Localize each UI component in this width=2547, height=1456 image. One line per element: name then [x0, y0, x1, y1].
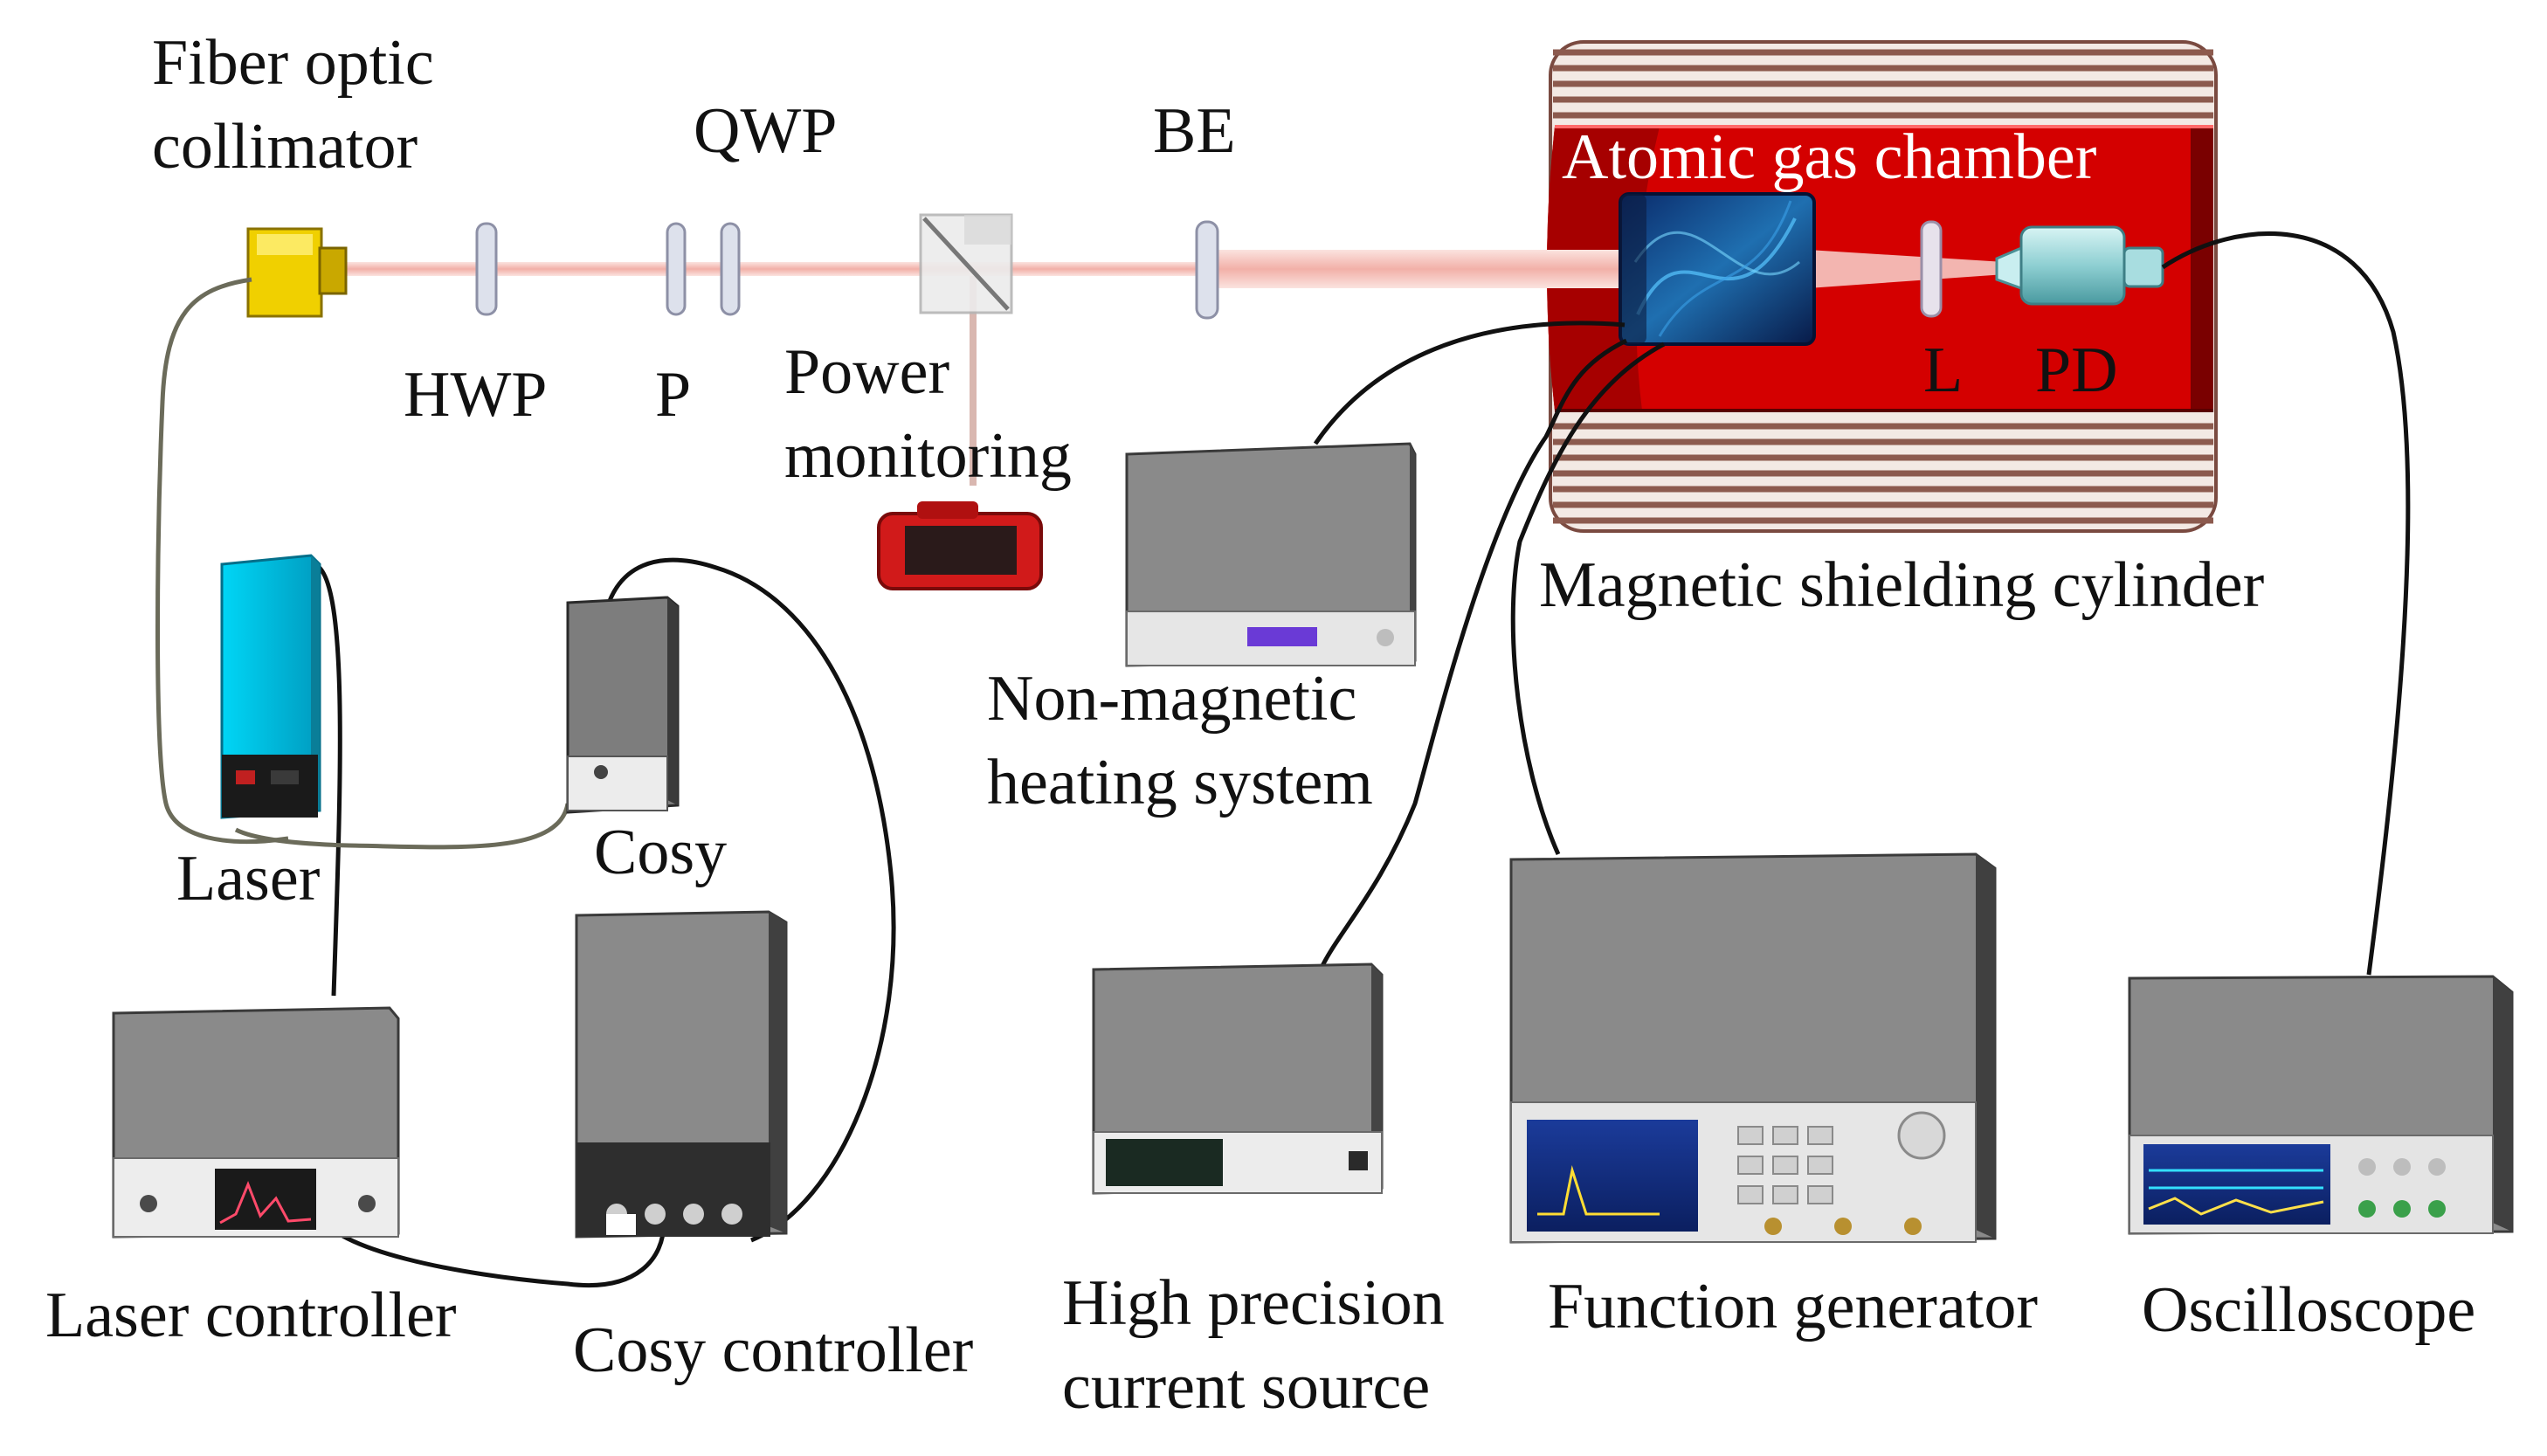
label-function-generator: Function generator [1548, 1271, 2038, 1342]
label-laser-controller: Laser controller [45, 1280, 457, 1351]
label-laser: Laser [176, 843, 320, 914]
fiber-optic-collimator [246, 227, 348, 318]
label-photodetector: PD [2035, 335, 2118, 406]
label-magnetic-shielding-cylinder: Magnetic shielding cylinder [1539, 549, 2264, 621]
beam-expander [1195, 220, 1219, 320]
beam-splitter-cube [919, 213, 1013, 314]
label-be: BE [1153, 95, 1236, 167]
label-heating-line1: Non-magnetic [987, 663, 1356, 735]
function-generator-unit [1509, 852, 1997, 1244]
cosy-unit [566, 596, 680, 814]
atomic-gas-cell [1619, 192, 1816, 346]
label-atomic-gas-chamber: Atomic gas chamber [1562, 121, 2096, 193]
label-oscilloscope: Oscilloscope [2142, 1274, 2475, 1346]
label-current-line2: current source [1062, 1351, 1430, 1423]
hwp-waveplate [475, 222, 498, 316]
label-lens: L [1923, 335, 1963, 406]
lens-l [1920, 220, 1943, 318]
polarizer [666, 222, 687, 316]
label-power-line1: Power [784, 336, 949, 408]
label-cosy: Cosy [594, 817, 727, 888]
label-power-line2: monitoring [784, 420, 1072, 492]
cables [313, 231, 2411, 1287]
label-p: P [655, 359, 691, 431]
label-current-line1: High precision [1062, 1267, 1445, 1339]
label-cosy-controller: Cosy controller [573, 1315, 973, 1386]
label-qwp: QWP [694, 95, 837, 167]
qwp-waveplate [720, 222, 741, 316]
label-hwp: HWP [404, 359, 547, 431]
fiber-cables [155, 277, 570, 850]
label-fiber-optic-line2: collimator [152, 111, 418, 183]
power-meter [877, 501, 1043, 590]
photodetector [1995, 225, 2164, 306]
cosy-controller-unit [575, 910, 788, 1239]
high-precision-current-source-unit [1092, 963, 1384, 1195]
laser-controller-unit [112, 1006, 400, 1239]
non-magnetic-heating-system-unit [1125, 442, 1417, 667]
oscilloscope-unit [2128, 975, 2514, 1235]
laser-unit [220, 554, 321, 819]
label-fiber-optic-line1: Fiber optic [152, 27, 434, 99]
label-heating-line2: heating system [987, 747, 1373, 818]
